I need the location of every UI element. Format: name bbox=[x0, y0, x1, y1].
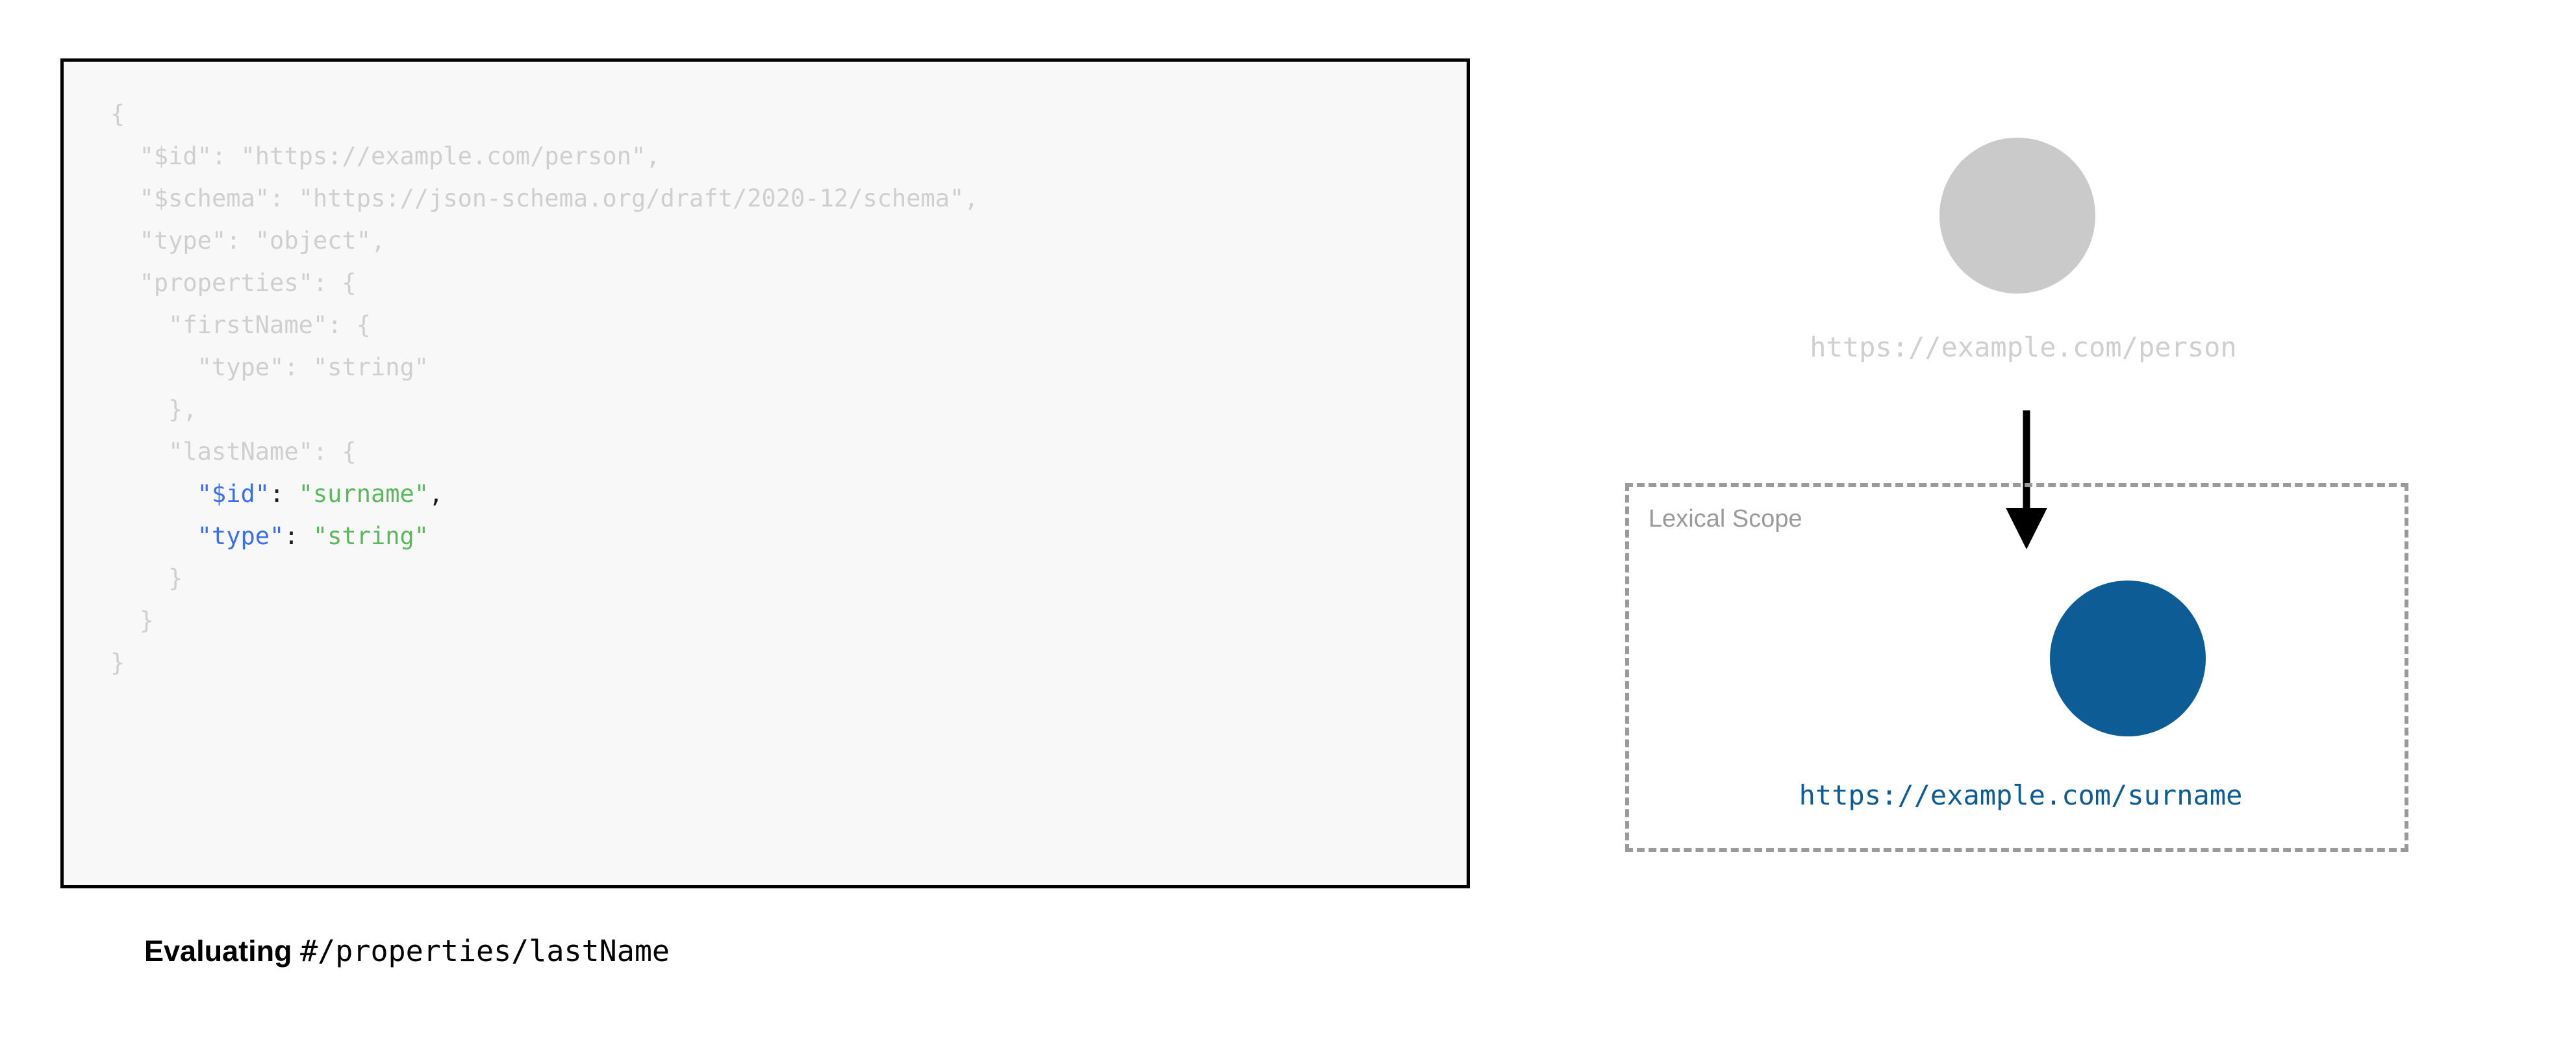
code-token: : bbox=[284, 522, 313, 550]
code-line: "$id": "surname", bbox=[110, 473, 1460, 515]
code-line: } bbox=[110, 599, 1460, 642]
code-token: "$id" bbox=[197, 480, 270, 508]
lexical-scope-box: Lexical Scope https://example.com/surnam… bbox=[1625, 483, 2408, 852]
code-line: "type": "string" bbox=[110, 515, 1460, 557]
code-token: "type" bbox=[197, 522, 284, 550]
code-token: "type": "object", bbox=[139, 227, 386, 255]
left-caption-bold: Evaluating bbox=[144, 934, 292, 968]
code-token: "$schema": "https://json-schema.org/draf… bbox=[139, 184, 979, 212]
code-line: "type": "string" bbox=[110, 346, 1460, 388]
code-token: "string" bbox=[312, 522, 429, 550]
code-token: }, bbox=[168, 395, 197, 423]
code-token: "type": "string" bbox=[197, 353, 429, 381]
code-line: "lastName": { bbox=[110, 431, 1460, 473]
code-token: "surname" bbox=[298, 480, 429, 508]
lexical-scope-diagram-panel: https://example.com/person Lexical Scope… bbox=[1546, 0, 2576, 1039]
code-line: "$id": "https://example.com/person", bbox=[110, 135, 1460, 177]
outer-schema-node-label: https://example.com/person bbox=[1810, 331, 2237, 363]
code-line: { bbox=[110, 93, 1460, 135]
lexical-scope-box-label: Lexical Scope bbox=[1648, 505, 1802, 532]
code-line: "$schema": "https://json-schema.org/draf… bbox=[110, 177, 1460, 219]
code-token: : bbox=[270, 480, 299, 508]
code-token: "firstName": { bbox=[168, 311, 371, 339]
json-schema-code-block: { "$id": "https://example.com/person", "… bbox=[60, 58, 1470, 888]
code-token: "lastName": { bbox=[168, 438, 357, 466]
code-token: } bbox=[110, 649, 125, 677]
code-line: } bbox=[110, 557, 1460, 599]
code-token: "properties": { bbox=[139, 269, 357, 297]
inner-schema-node-circle bbox=[2050, 581, 2206, 736]
code-token: { bbox=[110, 100, 125, 128]
inner-schema-node-label: https://example.com/surname bbox=[1799, 779, 2243, 811]
code-token: } bbox=[168, 564, 183, 592]
evaluating-panel: { "$id": "https://example.com/person", "… bbox=[60, 58, 1470, 968]
code-line: "properties": { bbox=[110, 262, 1460, 304]
code-token: , bbox=[429, 480, 444, 508]
code-line: }, bbox=[110, 388, 1460, 431]
code-token: "$id": "https://example.com/person", bbox=[139, 142, 661, 170]
code-token: } bbox=[139, 607, 154, 634]
left-caption-pointer: #/properties/lastName bbox=[300, 934, 670, 968]
code-line: } bbox=[110, 642, 1460, 684]
code-line: "type": "object", bbox=[110, 219, 1460, 262]
code-line: "firstName": { bbox=[110, 304, 1460, 346]
left-caption: Evaluating #/properties/lastName bbox=[144, 934, 670, 968]
code-listing: { "$id": "https://example.com/person", "… bbox=[110, 93, 1460, 684]
outer-schema-node-circle bbox=[1939, 138, 2095, 294]
